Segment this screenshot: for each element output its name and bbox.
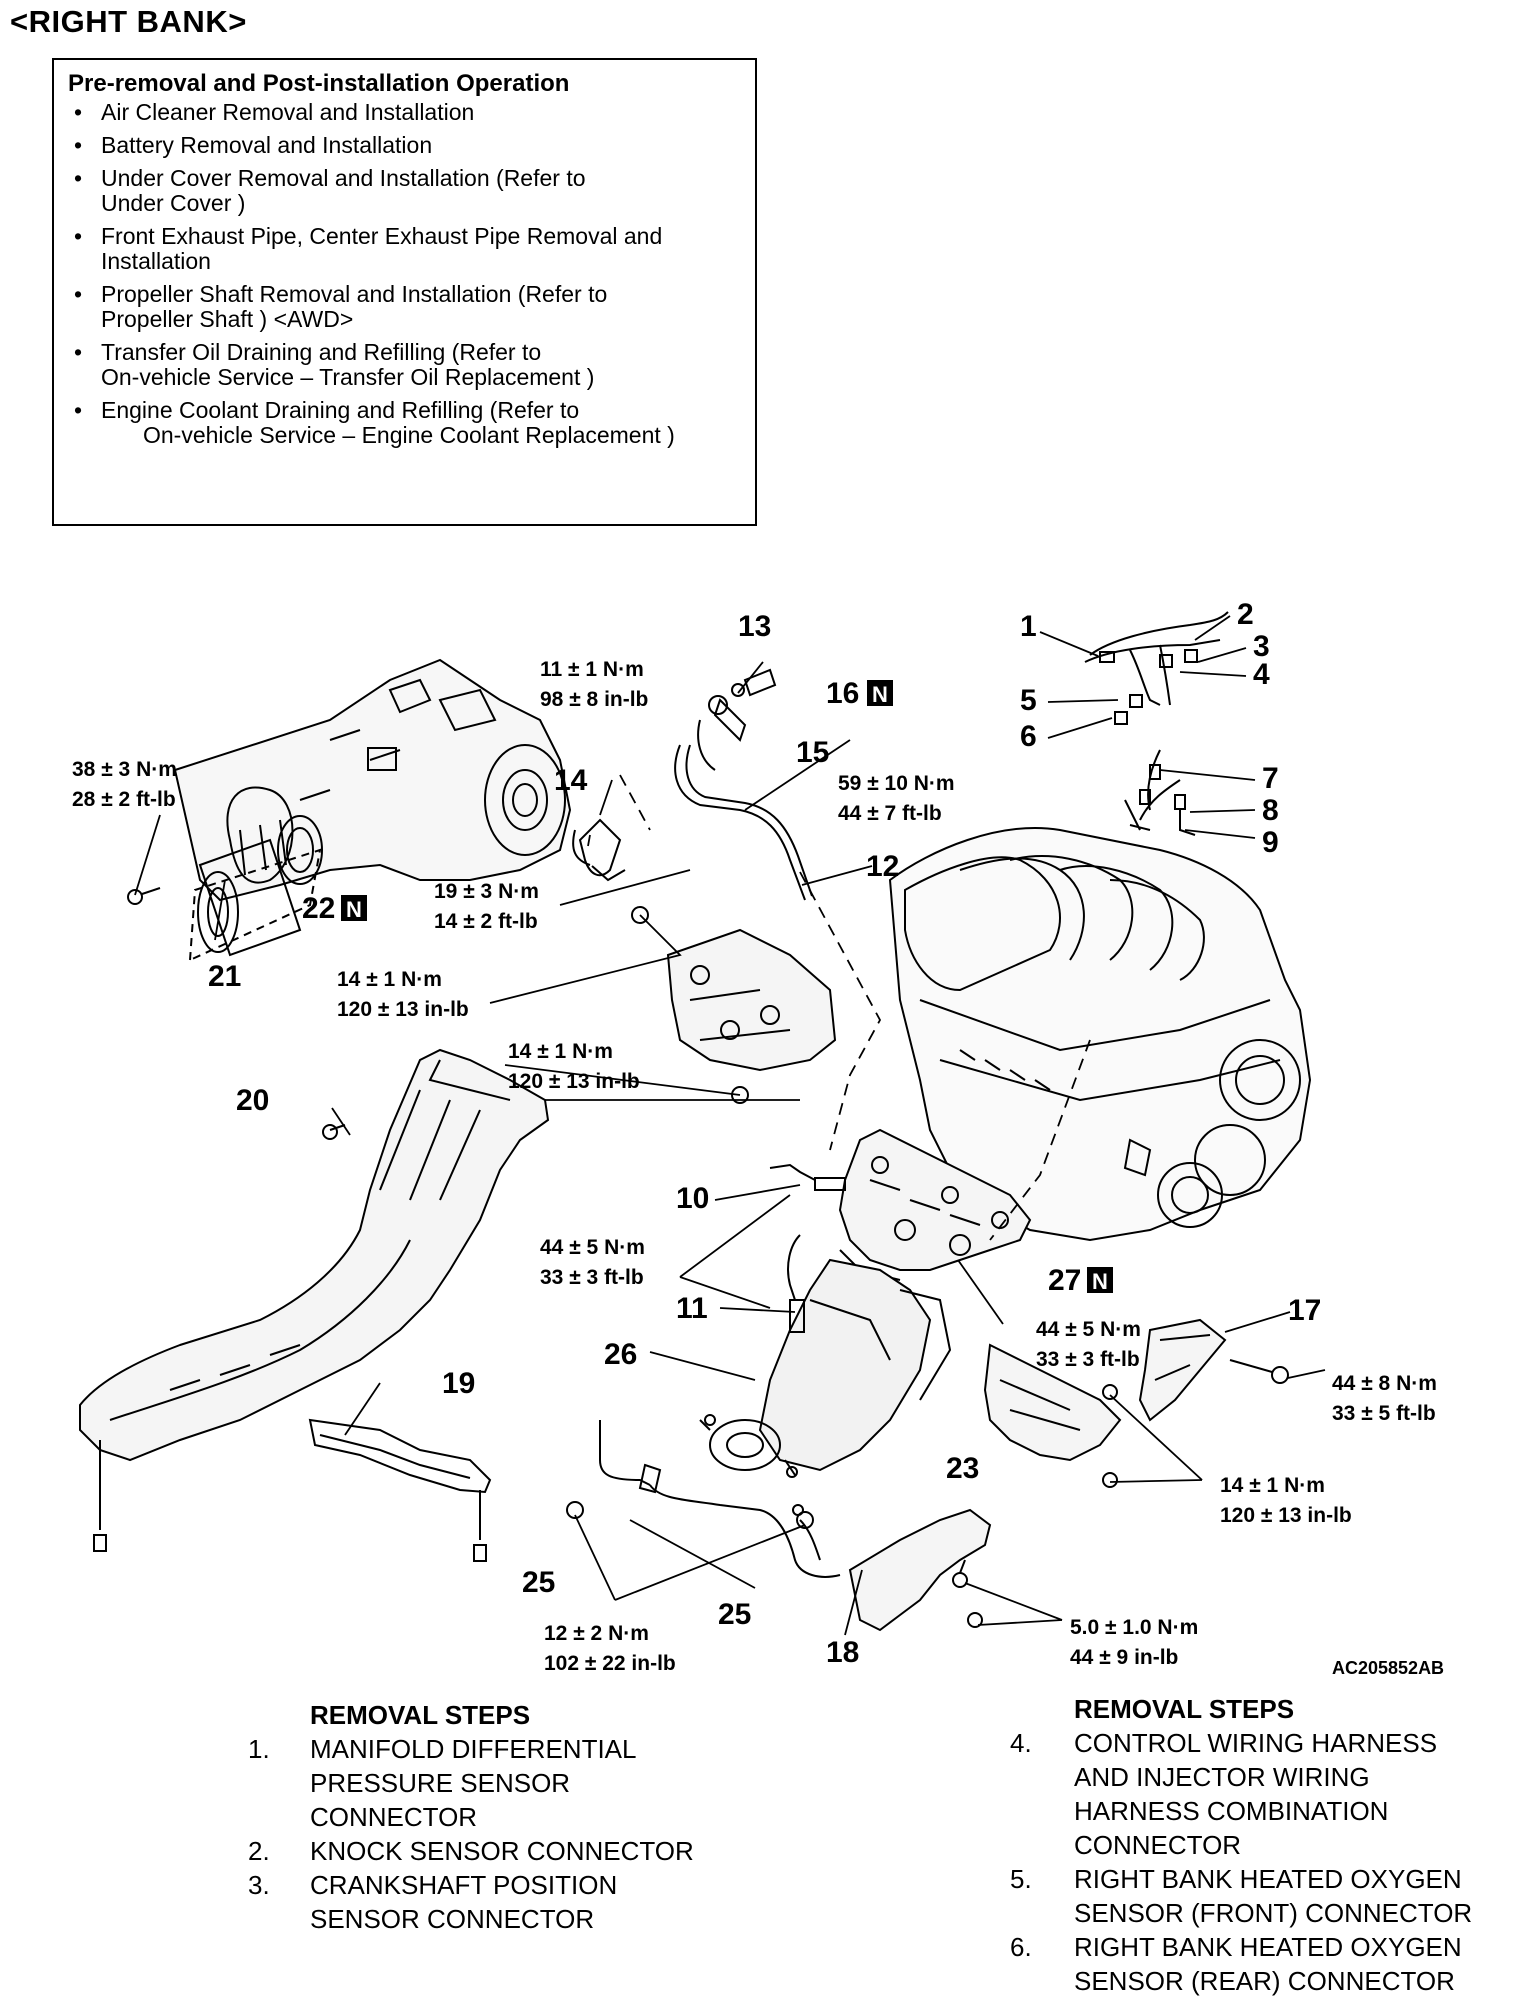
torque-44b-ftlb: 33 ± 3 ft-lb [1036, 1348, 1140, 1371]
callout-18: 18 [826, 1636, 859, 1669]
torque-5-inlb: 44 ± 9 in-lb [1070, 1646, 1178, 1669]
list-item: •Front Exhaust Pipe, Center Exhaust Pipe… [74, 223, 663, 274]
list-item: 3.CRANKSHAFT POSITION SENSOR CONNECTOR [248, 1870, 618, 1934]
callout-27: 27 [1048, 1264, 1081, 1297]
callout-19: 19 [442, 1367, 475, 1400]
torque-12-inlb: 102 ± 22 in-lb [544, 1652, 676, 1675]
callout-25b: 25 [718, 1598, 751, 1631]
manifold-protector-drawing [983, 1343, 1122, 1488]
callout-22: 22 [302, 892, 335, 925]
pre-removal-title: Pre-removal and Post-installation Operat… [68, 70, 570, 97]
torque-19-nm: 19 ± 3 N·m [434, 880, 539, 903]
torque-44c-nm: 44 ± 8 N·m [1332, 1372, 1437, 1395]
torque-11-inlb: 98 ± 8 in-lb [540, 688, 648, 711]
rear-coupling-drawing [127, 815, 323, 962]
torque-5-nm: 5.0 ± 1.0 N·m [1070, 1616, 1198, 1639]
list-item: 6.RIGHT BANK HEATED OXYGEN SENSOR (REAR)… [1010, 1932, 1462, 1996]
torque-38-ftlb: 28 ± 2 ft-lb [72, 788, 176, 811]
new-part-mark-22: N [346, 897, 362, 922]
pre-removal-box: Pre-removal and Post-installation Operat… [52, 58, 757, 526]
torque-14b-nm: 14 ± 1 N·m [508, 1040, 613, 1063]
list-item: •Air Cleaner Removal and Installation [74, 99, 475, 125]
torque-12-nm: 12 ± 2 N·m [544, 1622, 649, 1645]
list-item: 2.KNOCK SENSOR CONNECTOR [248, 1836, 694, 1866]
oxygen-sensor-drawing [769, 1163, 846, 1333]
catalytic-converter-drawing [699, 1258, 952, 1478]
egr-pipe-drawing [572, 668, 813, 901]
list-item: 1.MANIFOLD DIFFERENTIAL PRESSURE SENSOR … [248, 1734, 637, 1832]
leader-lines [134, 615, 1326, 1636]
bracket-drawing [308, 1418, 492, 1562]
transfer-case-drawing [173, 658, 572, 902]
callout-6: 6 [1020, 720, 1037, 753]
cover-drawing [848, 1508, 992, 1632]
callout-21: 21 [208, 960, 241, 993]
heat-protector-upper-drawing [631, 906, 837, 1104]
torque-11-nm: 11 ± 1 N·m [540, 658, 644, 681]
callout-5: 5 [1020, 684, 1037, 717]
torque-14c-nm: 14 ± 1 N·m [1220, 1474, 1325, 1497]
list-item: •Propeller Shaft Removal and Installatio… [74, 281, 608, 332]
heat-protector-lower-drawing [79, 1048, 550, 1552]
list-item: •Engine Coolant Draining and Refilling (… [74, 397, 675, 448]
pre-removal-list: •Air Cleaner Removal and Installation •B… [68, 100, 748, 456]
front-bracket-drawing [1138, 1318, 1289, 1422]
torque-14a-nm: 14 ± 1 N·m [337, 968, 442, 991]
new-part-mark-16: N [872, 682, 888, 707]
callout-2: 2 [1237, 598, 1254, 631]
callout-11: 11 [676, 1292, 708, 1325]
dashed-guides [619, 774, 1091, 1241]
torque-44b-nm: 44 ± 5 N·m [1036, 1318, 1141, 1341]
callout-numbers: 1 2 3 4 5 6 7 8 9 10 11 12 13 14 15 16 1… [208, 598, 1321, 1669]
callout-15: 15 [796, 736, 829, 769]
callout-7: 7 [1262, 762, 1279, 795]
water-hose-drawing [566, 1420, 841, 1578]
torque-59-ftlb: 44 ± 7 ft-lb [838, 802, 942, 825]
list-item: 4.CONTROL WIRING HARNESS AND INJECTOR WI… [1010, 1728, 1438, 1860]
torque-44c-ftlb: 33 ± 5 ft-lb [1332, 1402, 1436, 1425]
callout-16: 16 [826, 677, 859, 710]
removal-steps-title-right: REMOVAL STEPS [1074, 1694, 1295, 1724]
list-item: •Transfer Oil Draining and Refilling (Re… [74, 339, 595, 390]
callout-12: 12 [866, 850, 899, 883]
list-item: •Battery Removal and Installation [74, 132, 433, 158]
callout-23: 23 [946, 1452, 979, 1485]
list-item: •Under Cover Removal and Installation (R… [74, 165, 586, 216]
callout-3: 3 [1253, 630, 1270, 663]
callout-13: 13 [738, 610, 771, 643]
torque-38-nm: 38 ± 3 N·m [72, 758, 177, 781]
new-part-mark-27: N [1092, 1269, 1108, 1294]
callout-26: 26 [604, 1338, 637, 1371]
callout-10: 10 [676, 1182, 709, 1215]
torque-14c-inlb: 120 ± 13 in-lb [1220, 1504, 1352, 1527]
torque-59-nm: 59 ± 10 N·m [838, 772, 955, 795]
harness-drawing [1084, 611, 1229, 836]
torque-14b-inlb: 120 ± 13 in-lb [508, 1070, 640, 1093]
removal-steps-title-left: REMOVAL STEPS [310, 1700, 531, 1730]
callout-4: 4 [1253, 658, 1270, 691]
page-heading: <RIGHT BANK> [10, 4, 247, 39]
callout-20: 20 [236, 1084, 269, 1117]
callout-8: 8 [1262, 794, 1279, 827]
removal-steps-left: REMOVAL STEPS 1.MANIFOLD DIFFERENTIAL PR… [248, 1698, 768, 1936]
engine-drawing [888, 827, 1312, 1242]
callout-14: 14 [554, 764, 588, 797]
callout-17: 17 [1288, 1294, 1321, 1327]
callout-9: 9 [1262, 826, 1279, 859]
torque-labels: 11 ± 1 N·m 98 ± 8 in-lb 38 ± 3 N·m 28 ± … [72, 658, 1437, 1675]
torque-14a-inlb: 120 ± 13 in-lb [337, 998, 469, 1021]
list-item: 5.RIGHT BANK HEATED OXYGEN SENSOR (FRONT… [1010, 1864, 1473, 1928]
figure-code: AC205852AB [1332, 1658, 1444, 1678]
callout-25a: 25 [522, 1566, 555, 1599]
callout-1: 1 [1020, 610, 1037, 643]
torque-44a-ftlb: 33 ± 3 ft-lb [540, 1266, 644, 1289]
new-part-marks: N N N [341, 680, 1113, 1294]
torque-44a-nm: 44 ± 5 N·m [540, 1236, 645, 1259]
removal-steps-right: REMOVAL STEPS 4.CONTROL WIRING HARNESS A… [1010, 1692, 1510, 1998]
torque-19-ftlb: 14 ± 2 ft-lb [434, 910, 538, 933]
